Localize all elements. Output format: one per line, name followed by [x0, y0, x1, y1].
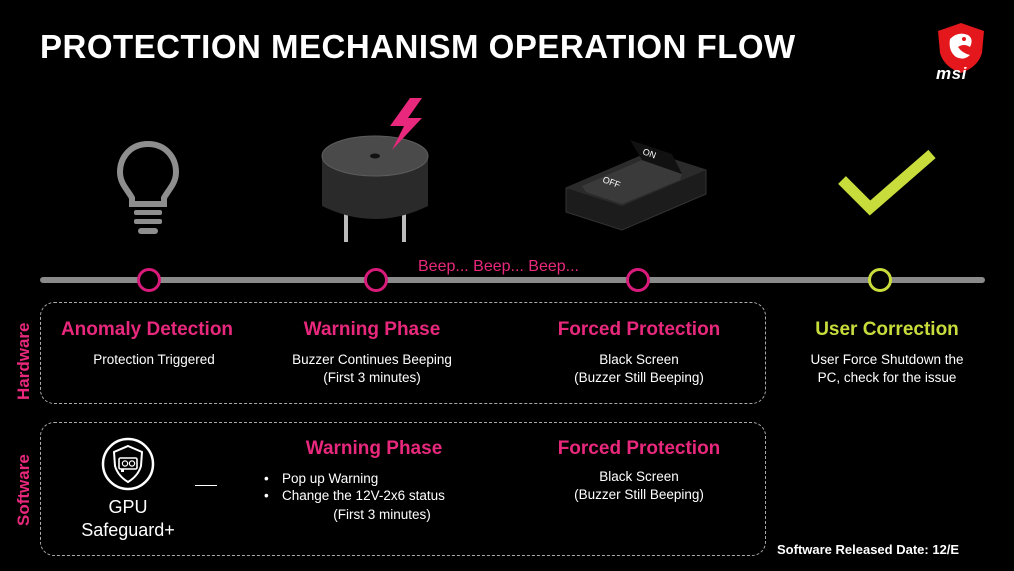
software-warning-bullets: Pop up Warning Change the 12V-2x6 status — [262, 470, 502, 504]
hardware-phase-title-correction: User Correction — [815, 319, 959, 340]
list-item: Change the 12V-2x6 status — [262, 487, 502, 504]
timeline-line — [40, 277, 985, 283]
lightbulb-icon — [116, 140, 180, 234]
software-release-date: Software Released Date: 12/E — [777, 542, 960, 557]
hardware-phase-desc-forced: Black Screen (Buzzer Still Beeping) — [574, 352, 704, 385]
hardware-box — [40, 302, 766, 404]
buzzer-icon — [321, 98, 429, 242]
timeline-node-forced — [626, 268, 650, 292]
power-switch-icon: ON OFF — [565, 140, 707, 231]
hardware-phase-desc-anomaly: Protection Triggered — [93, 352, 215, 367]
connector-dash — [195, 485, 217, 486]
hardware-phase-title-anomaly: Anomaly Detection — [60, 319, 234, 340]
page-title: PROTECTION MECHANISM OPERATION FLOW — [40, 28, 796, 65]
hardware-phase-desc-warning: Buzzer Continues Beeping (First 3 minute… — [292, 352, 452, 385]
gpu-safeguard-label: GPU Safeguard+ — [81, 497, 175, 540]
checkmark-icon — [838, 149, 936, 216]
software-phase-desc-forced: Black Screen (Buzzer Still Beeping) — [574, 469, 704, 502]
hardware-phase-desc-correction: User Force Shutdown the PC, check for th… — [810, 352, 964, 385]
brand-logo-text: msi — [936, 64, 967, 83]
switch-on-label: ON — [641, 146, 657, 160]
software-label: Software — [14, 454, 33, 526]
software-box — [40, 422, 766, 556]
software-phase-title-forced: Forced Protection — [557, 438, 721, 459]
timeline-node-correction — [868, 268, 892, 292]
gpu-shield-icon — [101, 437, 155, 491]
hardware-phase-title-warning: Warning Phase — [303, 319, 441, 340]
timeline-node-warning — [364, 268, 388, 292]
software-warning-note: (First 3 minutes) — [333, 507, 431, 522]
hardware-label: Hardware — [14, 322, 33, 400]
msi-dragon-logo — [938, 23, 984, 73]
hardware-phase-title-forced: Forced Protection — [557, 319, 721, 340]
software-phase-title-warning: Warning Phase — [305, 438, 443, 459]
beep-text: Beep... Beep... Beep... — [418, 258, 579, 275]
timeline-node-anomaly — [137, 268, 161, 292]
list-item: Pop up Warning — [262, 470, 502, 487]
